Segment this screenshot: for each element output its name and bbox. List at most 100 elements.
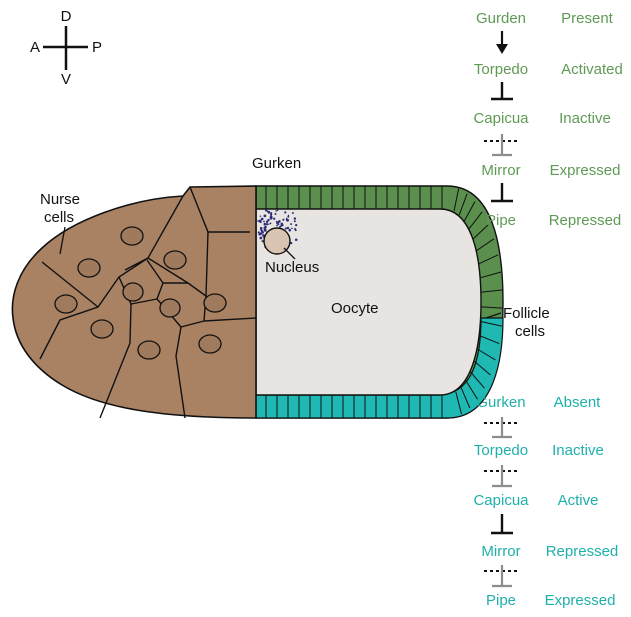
- gurken-dot: [291, 212, 294, 214]
- gurken-dot: [263, 220, 265, 223]
- gurken-dot: [270, 213, 272, 216]
- nurse-cell-cluster: [11, 185, 257, 419]
- ventral-follicle-region: [255, 317, 504, 419]
- dorsal-state-2: Activated: [561, 61, 623, 78]
- blocked-inhibition: [484, 134, 520, 157]
- oocyte-label: Oocyte: [331, 300, 379, 317]
- gurken-dot: [257, 231, 260, 234]
- follicle-cell-border: [460, 386, 471, 409]
- follicle-cell-border: [473, 360, 491, 376]
- ventral-state-1: Absent: [554, 394, 602, 411]
- gurken-dot: [281, 223, 284, 227]
- follicle-cell-border: [480, 320, 502, 327]
- gurken-dot: [295, 223, 298, 227]
- dorsal-gene-4: Mirror: [481, 162, 520, 179]
- ventral-gene-4: Mirror: [481, 543, 520, 560]
- gurken-dot: [263, 227, 266, 229]
- follicle-cells: [265, 186, 503, 418]
- gurken-dot: [263, 222, 266, 226]
- gurken-dot: [265, 209, 268, 212]
- gurken-dot: [263, 214, 267, 218]
- follicle-cell-border: [469, 370, 485, 389]
- follicle-cells-label-line2: cells: [515, 323, 545, 340]
- gurken-dot: [288, 229, 291, 232]
- dorsal-gene-2: Torpedo: [474, 61, 528, 78]
- blocked-inhibition: [484, 417, 520, 439]
- axis-dorsal-label: D: [61, 8, 72, 25]
- nurse-nucleus: [54, 294, 78, 314]
- nurse-nucleus: [77, 258, 101, 278]
- gurken-dot: [267, 210, 271, 214]
- follicle-cell-border: [478, 334, 500, 345]
- gurken-dot: [284, 227, 287, 230]
- dorsal-gene-3: Capicua: [473, 110, 529, 127]
- inhibition-bar: [491, 82, 513, 101]
- oocyte-nucleus: [263, 227, 291, 255]
- gurken-dot: [290, 223, 293, 226]
- gurken-dot: [268, 223, 270, 225]
- gurken-dot: [284, 211, 287, 214]
- gurken-dot: [273, 217, 276, 220]
- inhibition-bar: [491, 514, 513, 535]
- dorsal-gene-5: Pipe: [486, 212, 516, 229]
- activation-arrow: [496, 31, 508, 54]
- axis-anterior-label: A: [30, 39, 40, 56]
- follicle-cell-border: [455, 391, 462, 415]
- ventral-state-3: Active: [558, 492, 599, 509]
- gurken-dot: [264, 225, 267, 228]
- gurken-dot: [259, 220, 262, 224]
- ventral-gene-1: Gurken: [476, 394, 525, 411]
- follicle-cell-border: [465, 379, 478, 400]
- follicle-cell-border: [453, 188, 460, 212]
- axis-ventral-label: V: [61, 71, 71, 88]
- dorsal-state-1: Present: [561, 10, 614, 27]
- gurken-dot: [282, 218, 285, 221]
- gurken-dot: [269, 216, 273, 219]
- gurken-dot: [286, 226, 290, 230]
- gurken-dot: [294, 229, 297, 232]
- follicle-cells-label-line1: Follicle: [503, 305, 550, 322]
- gurken-dot: [286, 218, 289, 222]
- follicle-cell-border: [479, 271, 502, 279]
- gurken-dot: [265, 223, 269, 226]
- nurse-nucleus: [163, 250, 187, 270]
- nurse-nucleus: [137, 340, 161, 360]
- egg-labels: Nurse cells Gurken Nucleus Oocyte Follic…: [40, 155, 550, 340]
- gurken-label: Gurken: [252, 155, 301, 172]
- egg-chamber: [11, 185, 504, 419]
- gurken-dot: [291, 227, 293, 230]
- gurken-dot: [293, 220, 296, 223]
- dorsal-gene-1: Gurden: [476, 10, 526, 27]
- follicle-cell-border: [476, 348, 496, 361]
- follicle-cell-border: [463, 201, 476, 222]
- ventral-state-5: Expressed: [545, 592, 616, 609]
- gurken-dot: [276, 209, 279, 212]
- blocked-inhibition: [484, 565, 520, 588]
- gurken-dot: [269, 222, 272, 225]
- follicle-cell-border: [475, 238, 495, 252]
- gurken-dot: [290, 241, 293, 245]
- gurken-dot: [275, 210, 277, 212]
- gurken-dot: [257, 220, 259, 222]
- gurken-dot: [260, 217, 264, 221]
- ventral-gene-3: Capicua: [473, 492, 529, 509]
- nurse-nucleus: [90, 319, 114, 339]
- gurken-dot: [258, 232, 261, 236]
- ventral-state-4: Repressed: [546, 543, 619, 560]
- follicle-cell-border: [480, 289, 503, 293]
- ventral-gene-2: Torpedo: [474, 442, 528, 459]
- nurse-nucleus: [122, 282, 144, 302]
- nurse-nucleus: [120, 226, 144, 246]
- ventral-gene-5: Pipe: [486, 592, 516, 609]
- dorsal-state-4: Expressed: [550, 162, 621, 179]
- gurken-dot: [294, 238, 298, 241]
- ventral-pathway: Gurken Absent Torpedo Inactive Capicua A…: [473, 394, 618, 609]
- gurken-dot: [274, 212, 277, 216]
- gurken-dot: [276, 224, 278, 227]
- gurken-dot: [265, 220, 269, 223]
- gurken-dot: [259, 236, 263, 240]
- nurse-cells-label-line2: cells: [44, 209, 74, 226]
- follicle-cell-border: [477, 254, 499, 265]
- axis-posterior-label: P: [92, 39, 102, 56]
- nurse-nucleus: [159, 298, 181, 318]
